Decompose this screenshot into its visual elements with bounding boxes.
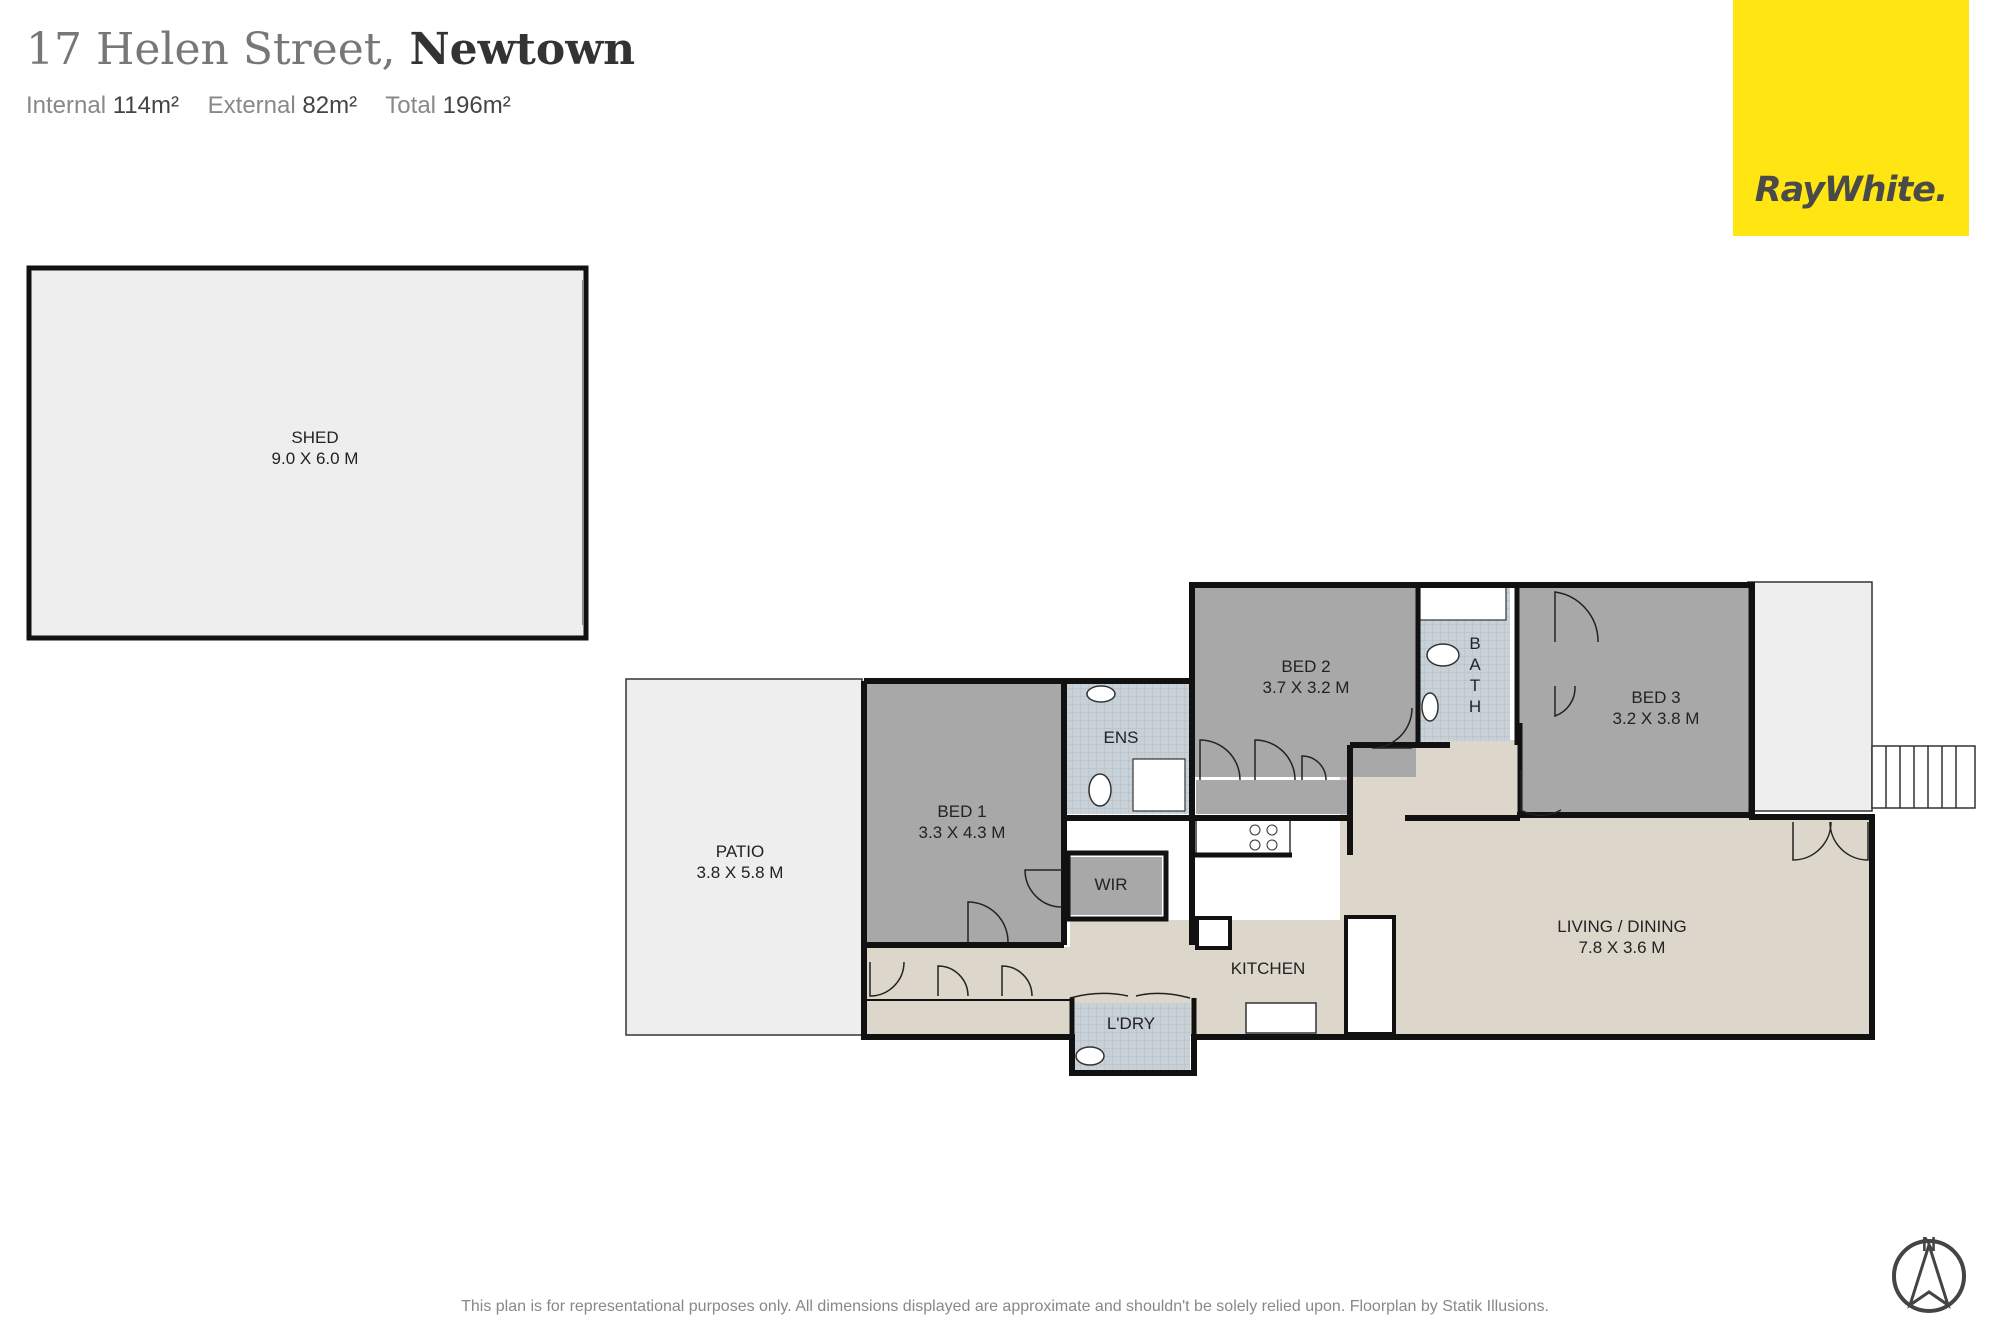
ens-name: ENS xyxy=(1104,728,1139,747)
compass-icon: N xyxy=(1892,1234,1966,1313)
logo-text: RayWhite. xyxy=(1754,170,1949,210)
bed2-name: BED 2 xyxy=(1281,657,1330,676)
compass-north-letter: N xyxy=(1922,1234,1936,1256)
bed2-dims: 3.7 X 3.2 M xyxy=(1263,678,1350,697)
doors xyxy=(869,591,1869,999)
property-address: 17 Helen Street, Newtown xyxy=(26,22,635,78)
walls xyxy=(861,582,1875,1076)
toilet-icon xyxy=(1426,643,1460,667)
living-dims: 7.8 X 3.6 M xyxy=(1579,938,1666,957)
shed-dims: 9.0 X 6.0 M xyxy=(272,449,359,468)
kitchen-name: KITCHEN xyxy=(1231,959,1306,978)
bed3-dims: 3.2 X 3.8 M xyxy=(1613,709,1700,728)
living-name: LIVING / DINING xyxy=(1557,917,1686,936)
address-suburb: Newtown xyxy=(409,24,636,75)
laundry-name: L'DRY xyxy=(1107,1014,1155,1033)
ray-white-logo: RayWhite. xyxy=(1733,0,1969,236)
patio-name: PATIO xyxy=(716,842,765,861)
bath-letter-h: H xyxy=(1469,697,1481,716)
bed2-robe xyxy=(1196,780,1348,814)
basin-icon xyxy=(1421,692,1439,722)
sink-icon xyxy=(1245,1002,1317,1034)
address-street: 17 Helen Street, xyxy=(26,24,396,75)
cooktop-icon xyxy=(1195,819,1291,855)
shed-name: SHED xyxy=(291,428,338,447)
patio-dims: 3.8 X 5.8 M xyxy=(697,863,784,882)
bathroom: B A T H xyxy=(1418,585,1510,741)
basin-icon xyxy=(1086,685,1116,703)
patio: PATIO 3.8 X 5.8 M xyxy=(625,678,863,1036)
kitchen: KITCHEN xyxy=(1195,819,1396,1036)
side-deck xyxy=(1747,581,1976,812)
bath-letter-a: A xyxy=(1469,655,1481,674)
disclaimer: This plan is for representational purpos… xyxy=(461,1298,1549,1315)
bath-tub-icon xyxy=(1419,585,1507,621)
bed3-name: BED 3 xyxy=(1631,688,1680,707)
living-dining: LIVING / DINING 7.8 X 3.6 M xyxy=(1557,917,1686,957)
total-area: Total 196m² xyxy=(385,92,511,119)
bed1-dims: 3.3 X 4.3 M xyxy=(919,823,1006,842)
ensuite: ENS xyxy=(1066,682,1190,814)
bath-letter-b: B xyxy=(1469,634,1480,653)
living-floor xyxy=(862,737,1870,1036)
bed-3: BED 3 3.2 X 3.8 M xyxy=(1518,585,1748,815)
wir-name: WIR xyxy=(1094,875,1127,894)
toilet-icon xyxy=(1088,773,1112,807)
internal-area: Internal 114m² xyxy=(26,92,179,119)
pantry xyxy=(1195,916,1232,950)
shower-icon xyxy=(1132,758,1186,812)
external-area: External 82m² xyxy=(207,92,358,119)
bed-1: BED 1 3.3 X 4.3 M xyxy=(862,681,1062,943)
wir: WIR xyxy=(1070,857,1162,915)
laundry: L'DRY xyxy=(1072,1003,1190,1071)
header: 17 Helen Street, Newtown Internal 114m² … xyxy=(26,22,635,120)
bath-letter-t: T xyxy=(1470,676,1480,695)
area-summary: Internal 114m² External 82m² Total 196m² xyxy=(26,92,635,120)
sink-icon xyxy=(1075,1046,1105,1066)
kitchen-island xyxy=(1344,915,1396,1036)
bed1-name: BED 1 xyxy=(937,802,986,821)
shed: SHED 9.0 X 6.0 M xyxy=(26,265,589,641)
